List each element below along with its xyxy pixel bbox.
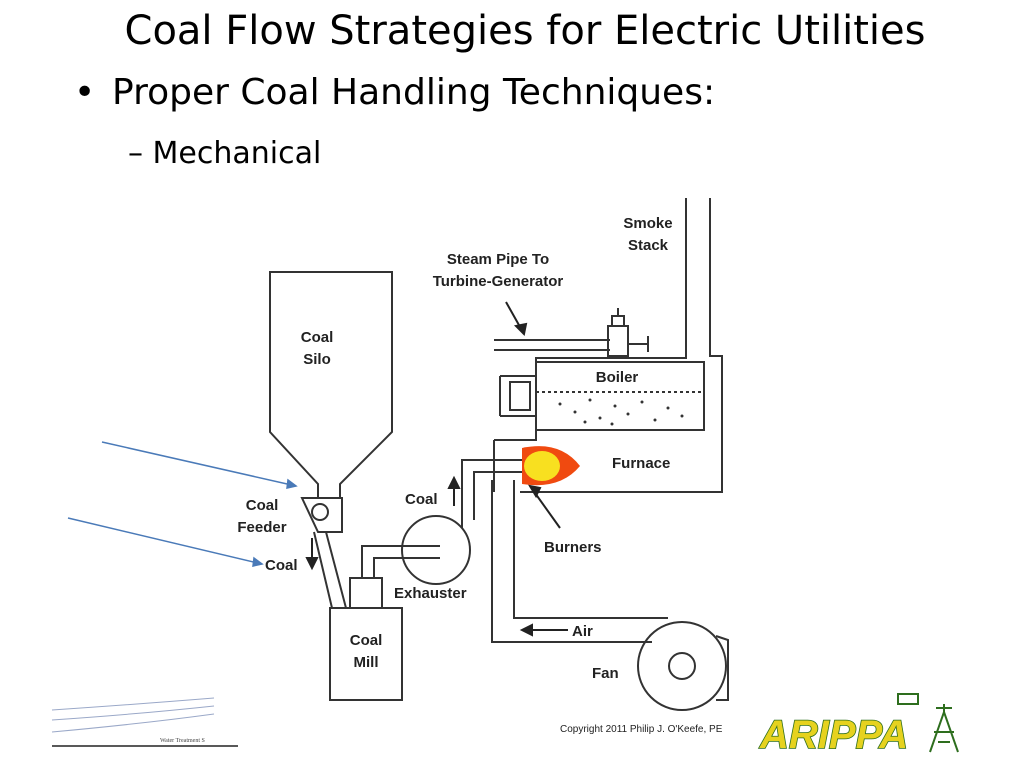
valve-handle [628,336,649,352]
callout-arrowhead-silo [286,478,298,489]
feeder-wheel [311,503,329,521]
label-steam-pipe-2: Turbine-Generator [433,273,564,290]
burner-flame [522,446,580,486]
exhauster [401,515,471,585]
label-coal-up: Coal [405,491,438,508]
label-burners: Burners [544,539,602,556]
copyright-text: Copyright 2011 Philip J. O'Keefe, PE [560,724,723,735]
boiler [535,361,705,431]
exhauster-burner-pipe [461,459,530,528]
fan [637,621,727,711]
air-arrowhead [519,623,533,637]
steam-pipe-arrowhead [513,322,528,337]
sub-bullet-item: – Mechanical [128,136,322,171]
label-coal-silo-1: Coal [301,329,334,346]
logo-text: ARIPPA [759,713,908,757]
label-coal-silo-2: Silo [303,351,331,368]
bullet-text: Proper Coal Handling Techniques: [112,72,716,113]
label-coal-down: Coal [265,557,298,574]
callout-arrow-coal [67,517,263,565]
furnace-wall [493,430,537,492]
label-smoke-stack-2: Stack [628,237,669,254]
label-air: Air [572,623,593,640]
callout-arrow-silo [101,441,297,487]
coal-silo [269,271,393,499]
bullet-dot: • [74,72,96,113]
boiler-particles [558,398,684,426]
logo-tower-icon [897,693,959,753]
steam-pipe [494,339,610,351]
coal-feeder [300,497,343,533]
mill-exhauster-pipe [361,545,440,578]
label-coal-mill-1: Coal [350,632,383,649]
label-furnace: Furnace [612,455,670,472]
mill-top [349,577,383,609]
callout-arrowhead-coal [252,556,264,567]
coal-down-arrowhead [305,557,319,571]
fan-hub [668,652,696,680]
fan-housing [715,635,729,701]
boiler-side-drum [499,375,536,417]
label-smoke-stack-1: Smoke [623,215,672,232]
label-coal-feeder-1: Coal [246,497,279,514]
arippa-logo: ARIPPA [758,693,959,758]
label-fan: Fan [592,665,619,682]
smoke-stack [520,198,723,493]
feeder-chute [313,531,347,609]
steam-valve [607,325,629,357]
valve-cap [611,308,625,326]
footer-decoration-curves [51,697,215,733]
label-exhauster: Exhauster [394,585,467,602]
bullet-item: • Proper Coal Handling Techniques: [74,72,715,113]
burners-arrowhead [527,484,542,499]
label-steam-pipe-1: Steam Pipe To [447,251,549,268]
footer-small-text: Water Treatment S [160,738,205,744]
air-duct [491,480,668,643]
label-coal-mill-2: Mill [354,654,379,671]
label-boiler: Boiler [596,369,639,386]
slide-title: Coal Flow Strategies for Electric Utilit… [124,8,926,54]
coal-up-arrowhead [447,475,461,489]
label-coal-feeder-2: Feeder [237,519,286,536]
